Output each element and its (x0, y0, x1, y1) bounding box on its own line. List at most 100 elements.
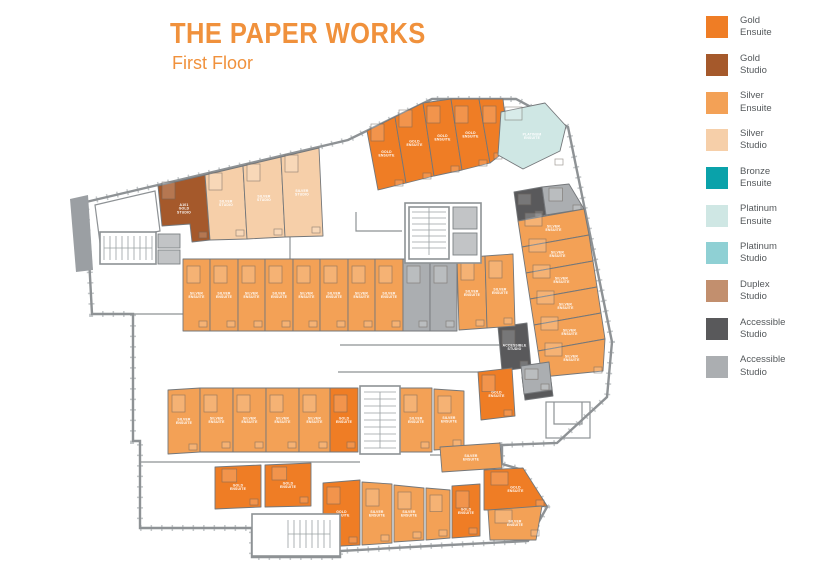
bed-icon (171, 394, 186, 413)
bed-icon (426, 105, 441, 124)
legend-item-gold-studio: Gold Studio (706, 53, 824, 78)
bed-icon (524, 368, 539, 380)
stairs-icon (99, 231, 157, 265)
bathroom-icon (450, 165, 460, 173)
bathroom-icon (318, 441, 328, 449)
terrace-outline (545, 401, 591, 439)
bed-icon (333, 394, 348, 413)
bed-icon (370, 123, 385, 142)
bathroom-icon (308, 320, 318, 328)
legend-label: Accessible Studio (740, 354, 786, 378)
bed-icon (241, 265, 256, 284)
bathroom-icon (348, 536, 358, 544)
bed-icon (504, 106, 523, 121)
legend-swatch (706, 129, 728, 152)
bathroom-icon (253, 320, 263, 328)
page-title: THE PAPER WORKS (170, 18, 426, 50)
legend-item-gold-ensuite: Gold Ensuite (706, 15, 824, 40)
legend-swatch (706, 91, 728, 114)
bed-icon (501, 329, 516, 346)
room-gold-ensuite (214, 464, 262, 510)
bed-icon (268, 265, 283, 284)
bed-icon (460, 262, 475, 281)
bathroom-icon (254, 441, 264, 449)
legend-swatch (706, 167, 728, 190)
bed-icon (494, 509, 513, 524)
elevator-icon (452, 206, 478, 256)
bathroom-icon (281, 320, 291, 328)
bathroom-icon (445, 320, 455, 328)
bed-icon (517, 193, 532, 206)
bed-icon (406, 265, 421, 284)
room-gold-ensuite (477, 367, 516, 421)
bed-icon (365, 488, 380, 507)
legend-swatch (706, 204, 728, 227)
legend-label: Silver Studio (740, 128, 767, 152)
bed-icon (271, 466, 288, 481)
bed-icon (433, 265, 448, 284)
bathroom-icon (311, 226, 321, 234)
bathroom-icon (422, 172, 432, 180)
legend-swatch (706, 242, 728, 265)
legend-swatch (706, 280, 728, 303)
stairs-icon (359, 385, 401, 455)
bed-icon (326, 486, 341, 505)
bed-icon (213, 265, 228, 284)
bathroom-icon (221, 441, 231, 449)
stairs-icon (251, 513, 341, 557)
bathroom-icon (452, 439, 462, 447)
room-silver-ensuite (487, 505, 543, 541)
bathroom-icon (226, 320, 236, 328)
bathroom-icon (468, 527, 478, 535)
bathroom-icon (554, 158, 564, 166)
room-silver-ensuite (484, 253, 516, 329)
bathroom-icon (438, 529, 448, 537)
bathroom-icon (380, 534, 390, 542)
legend-item-bronze-ensuite: Bronze Ensuite (706, 166, 824, 191)
bathroom-icon (287, 441, 297, 449)
bed-icon (302, 394, 317, 413)
bathroom-icon (198, 320, 208, 328)
legend-label: Bronze Ensuite (740, 165, 772, 190)
room-silver-ensuite (425, 487, 451, 541)
bathroom-icon (249, 498, 259, 506)
left-wall-wedge (70, 195, 93, 272)
bathroom-icon (198, 231, 208, 239)
bed-icon (536, 290, 555, 305)
bed-icon (351, 265, 366, 284)
room-gold-ensuite (451, 483, 481, 539)
bathroom-icon (530, 529, 540, 537)
bathroom-icon (273, 228, 283, 236)
bed-icon (161, 181, 176, 200)
bathroom-icon (235, 229, 245, 237)
legend-item-duplex-studio: Duplex Studio (706, 279, 824, 304)
bed-icon (203, 394, 218, 413)
bathroom-icon (391, 320, 401, 328)
bed-icon (236, 394, 251, 413)
legend-item-platinum-ensuite: Platinum Ensuite (706, 203, 824, 228)
room-gold-ensuite (264, 462, 312, 508)
